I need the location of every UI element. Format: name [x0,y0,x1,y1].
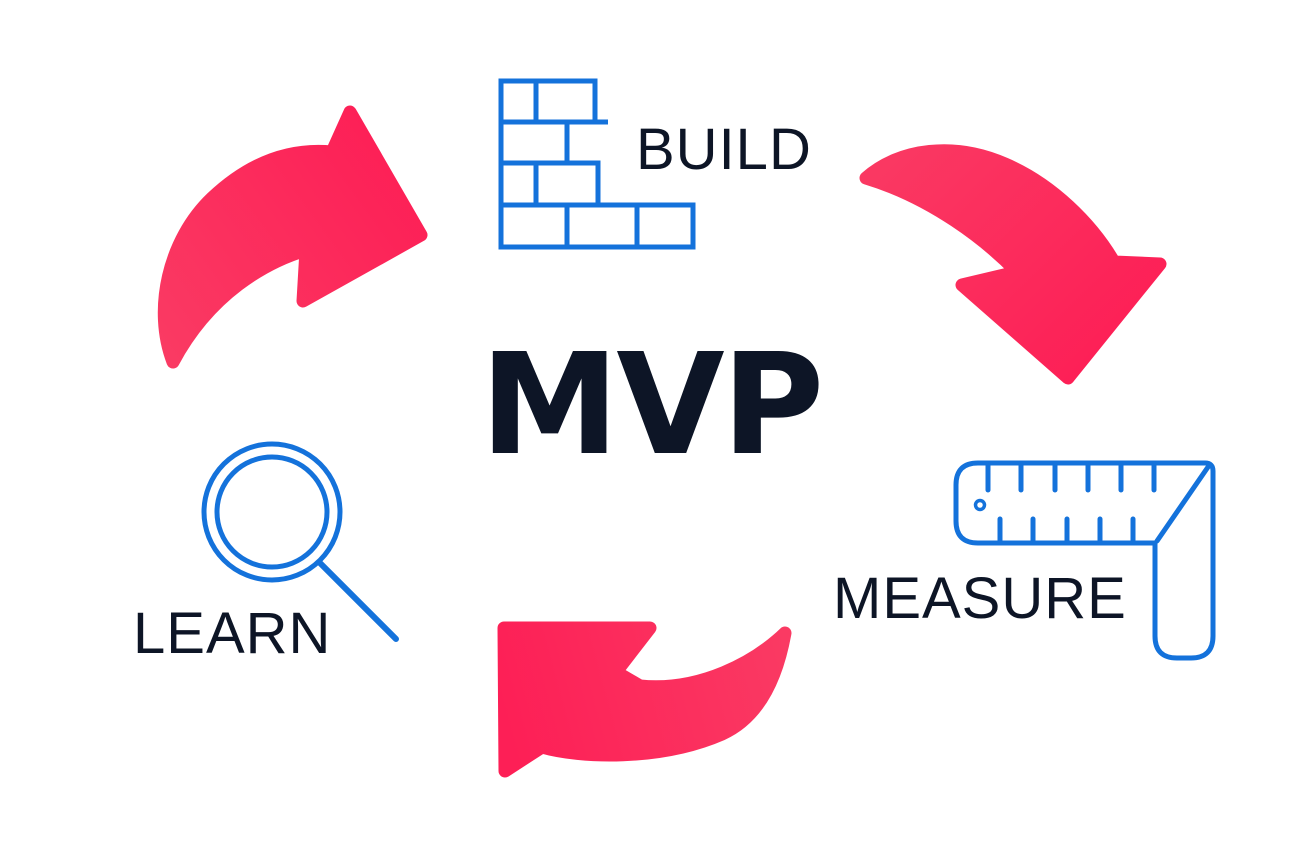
carpenter-square-ruler-icon [953,460,1216,661]
learn-node-label: LEARN [133,601,332,666]
ruler-fold-line [1154,464,1211,544]
arrow-measure-to-learn [497,621,792,778]
magnifier-icon [201,441,399,642]
cycle-arrows [157,105,1167,778]
center-title-mvp: MVP [480,324,824,487]
arrow-learn-to-build [157,105,428,369]
ruler-hole [973,498,987,512]
brick-wall-icon [498,78,696,250]
arrow-build-to-measure [859,144,1167,385]
ruler-ticks-bottom [997,516,1136,546]
measure-node-label: MEASURE [833,566,1127,631]
ruler-ticks-top [985,460,1157,493]
build-node-label: BUILD [636,117,812,182]
